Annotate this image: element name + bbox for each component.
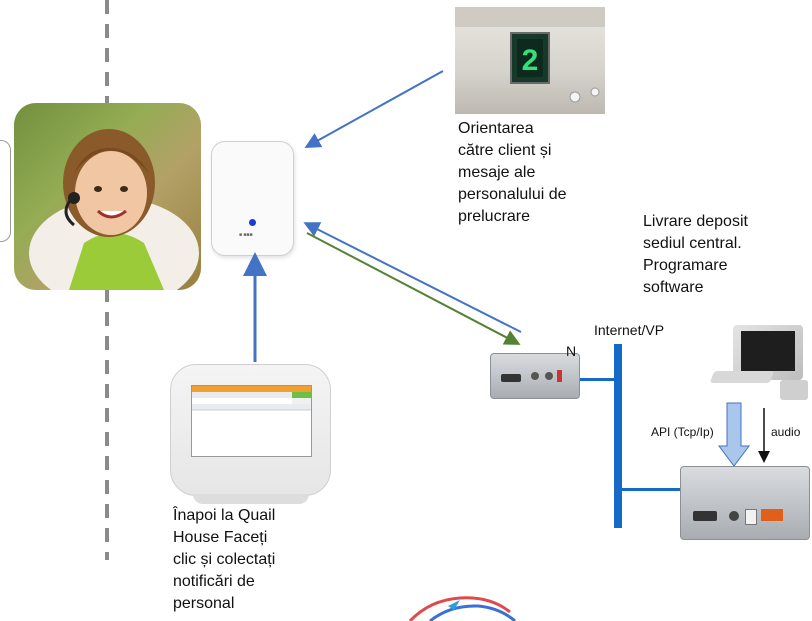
kiosk-line: House Faceți bbox=[173, 529, 268, 546]
port bbox=[693, 511, 717, 521]
monitor-screen bbox=[741, 331, 795, 371]
link-device2 bbox=[618, 488, 680, 491]
wall-panel-device: ■ ■■■ bbox=[211, 141, 294, 256]
usb-port bbox=[745, 509, 757, 525]
pc-monitor bbox=[733, 325, 803, 380]
network-bus bbox=[614, 344, 622, 528]
internet-label: Internet/VP bbox=[594, 322, 665, 338]
kiosk-line: clic și colectați bbox=[173, 551, 276, 568]
status-led bbox=[249, 219, 256, 226]
api-arrow bbox=[718, 402, 750, 467]
delivery-label: Livrare deposit sediul central. Programa… bbox=[643, 211, 748, 299]
ceiling-sign-photo: 2 bbox=[455, 7, 605, 114]
kiosk-stand bbox=[193, 494, 309, 504]
kiosk-screen bbox=[191, 385, 312, 457]
orange-connector bbox=[761, 509, 783, 521]
delivery-line: Livrare deposit bbox=[643, 213, 748, 230]
kiosk-tablet bbox=[170, 364, 331, 496]
logo-arrow bbox=[448, 600, 460, 610]
signage-label: Orientarea către client și mesaje ale pe… bbox=[458, 118, 567, 228]
delivery-line: Programare bbox=[643, 257, 728, 274]
port bbox=[501, 374, 521, 382]
link-device1 bbox=[578, 378, 618, 381]
kiosk-line: Înapoi la Quail bbox=[173, 507, 276, 524]
arrow-device-to-panel bbox=[303, 222, 522, 333]
signage-line: prelucrare bbox=[458, 208, 531, 225]
arrow-panel-to-device bbox=[306, 232, 521, 345]
kiosk-label: Înapoi la Quail House Faceți clic și col… bbox=[173, 505, 275, 615]
panel-logo: ■ ■■■ bbox=[239, 232, 253, 238]
jack bbox=[545, 372, 553, 380]
network-device-2 bbox=[680, 466, 810, 540]
sign-illustration: 2 bbox=[455, 7, 605, 103]
network-device-1 bbox=[490, 353, 580, 399]
kiosk-line: notificări de bbox=[173, 573, 255, 590]
kiosk-table bbox=[192, 386, 311, 411]
api-label: API (Tcp/Ip) bbox=[651, 425, 714, 439]
arrow-sign-to-panel bbox=[304, 70, 444, 148]
delivery-line: software bbox=[643, 279, 704, 296]
signage-line: către client și bbox=[458, 142, 552, 159]
red-button bbox=[557, 370, 562, 382]
delivery-line: sediul central. bbox=[643, 235, 742, 252]
agent-illustration bbox=[14, 103, 201, 290]
jack bbox=[729, 511, 739, 521]
audio-label: audio bbox=[771, 425, 801, 439]
signage-line: Orientarea bbox=[458, 120, 534, 137]
sign-number: 2 bbox=[522, 44, 539, 77]
logo-arc-blue bbox=[429, 604, 516, 621]
agent-photo bbox=[14, 103, 201, 290]
kiosk-line: personal bbox=[173, 595, 235, 612]
pc-tower bbox=[780, 380, 808, 400]
logo-arc-red bbox=[408, 596, 511, 621]
jack bbox=[531, 372, 539, 380]
signage-line: personalului de bbox=[458, 186, 567, 203]
n-label: N bbox=[566, 343, 577, 359]
signage-line: mesaje ale bbox=[458, 164, 536, 181]
